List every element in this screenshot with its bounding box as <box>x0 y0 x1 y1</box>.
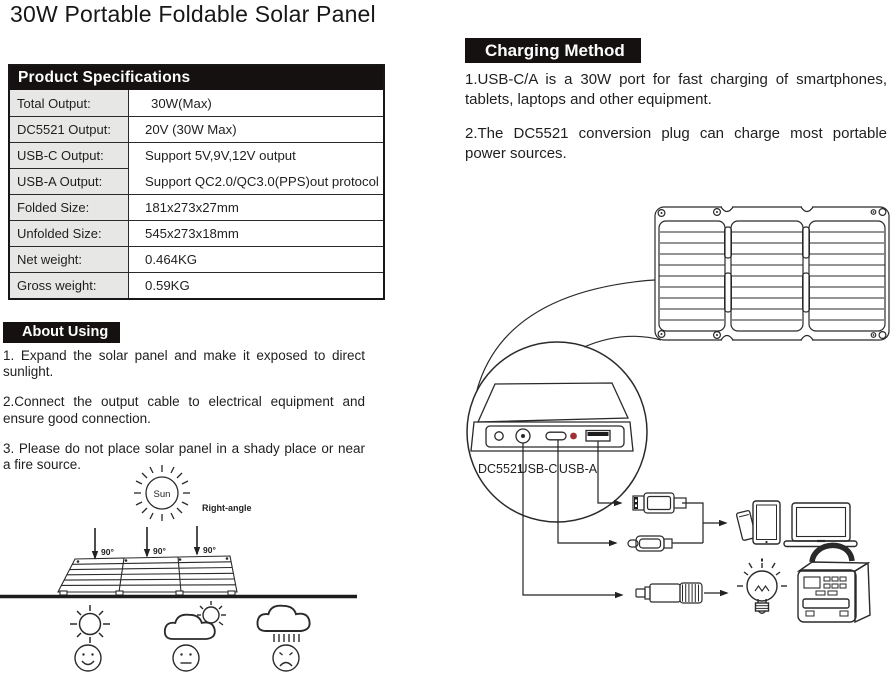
bulb-rays <box>737 558 787 587</box>
wire-usb-a <box>597 441 623 507</box>
laptop-icon <box>783 502 858 548</box>
rain-lines <box>273 634 300 642</box>
sun-rays <box>134 465 190 521</box>
panel-eyelets <box>657 207 887 340</box>
wire-dc5521 <box>522 443 624 599</box>
angle-label: 90° <box>203 545 216 555</box>
angle-label: 90° <box>101 547 114 557</box>
sun-angle-diagram: Sun Right-angle 90 <box>0 465 357 672</box>
magnifier-callout <box>466 279 662 523</box>
junction-box <box>470 382 634 452</box>
port-dc5521 <box>515 428 531 444</box>
spec-value: 181x273x27mm <box>129 194 383 220</box>
right-angle-label: Right-angle <box>202 503 252 513</box>
angle-label: 90° <box>153 546 166 556</box>
spec-label: Gross weight: <box>10 272 129 298</box>
spec-value: Support QC2.0/QC3.0(PPS)out protocol <box>129 168 383 194</box>
usb-a-connector-icon <box>632 492 687 514</box>
tablet-icon <box>752 500 781 545</box>
wire-bus <box>672 502 704 544</box>
flat-solar-panel <box>57 555 238 596</box>
panel-cell-lines <box>659 231 885 321</box>
magnifier-circle <box>466 341 648 523</box>
spec-value: 545x273x18mm <box>129 220 383 246</box>
spec-value: 20V (30W Max) <box>129 116 383 142</box>
happy-face-icon <box>74 644 102 672</box>
charging-diagram: DC5521 USB-C USB-A <box>466 204 890 624</box>
spec-label: Total Output: <box>10 90 129 116</box>
about-item: 3. Please do not place solar panel in a … <box>3 440 365 472</box>
port-usb-c <box>545 431 567 441</box>
dc5521-connector-icon <box>635 582 703 604</box>
panel-hinges <box>724 226 811 313</box>
right-angle-arrows <box>91 526 201 560</box>
spec-value: 30W(Max) <box>129 90 383 116</box>
spec-label: Net weight: <box>10 246 129 272</box>
weather-sunny-icon <box>70 605 110 643</box>
charging-method-header: Charging Method <box>465 38 641 63</box>
weather-partly-cloudy-icon <box>163 601 226 640</box>
spec-label: USB-C Output: <box>10 142 129 168</box>
spec-label: DC5521 Output: <box>10 116 129 142</box>
usb-c-connector-icon <box>627 535 673 552</box>
spec-label: Folded Size: <box>10 194 129 220</box>
vent-slots <box>815 576 847 596</box>
sun-label: Sun <box>154 489 171 500</box>
spec-value: 0.59KG <box>129 272 383 298</box>
charging-item: 1.USB-C/A is a 30W port for fast chargin… <box>465 71 887 108</box>
about-item: 2.Connect the output cable to electrical… <box>3 394 365 426</box>
page-title: 30W Portable Foldable Solar Panel <box>10 1 376 27</box>
port-usb-a <box>585 429 611 442</box>
spec-label: Unfolded Size: <box>10 220 129 246</box>
product-spec-table: Product Specifications Total Output: 30W… <box>8 64 385 300</box>
about-using-text: 1. Expand the solar panel and make it ex… <box>3 348 365 487</box>
light-bulb-icon <box>737 558 787 614</box>
wires <box>522 440 729 599</box>
power-station-icon <box>796 542 871 624</box>
spec-value: Support 5V,9V,12V output <box>129 142 383 168</box>
spec-value: 0.464KG <box>129 246 383 272</box>
charging-method-text: 1.USB-C/A is a 30W port for fast chargin… <box>465 70 887 178</box>
light-sensor-dot <box>494 431 504 441</box>
spec-label: USB-A Output: <box>10 168 129 194</box>
port-label-usb-c: USB-C <box>519 462 558 476</box>
wire-usb-c <box>557 440 618 547</box>
panel-corner-dots <box>76 557 229 563</box>
spec-table-grid: Total Output: 30W(Max) DC5521 Output: 20… <box>10 90 383 298</box>
port-label-dc5521: DC5521 <box>478 462 524 476</box>
about-using-header: About Using <box>3 322 121 343</box>
about-item: 1. Expand the solar panel and make it ex… <box>3 348 365 380</box>
charging-item: 2.The DC5521 conversion plug can charge … <box>465 125 887 162</box>
neutral-face-icon <box>172 644 200 672</box>
sad-face-icon <box>272 644 300 672</box>
sun-icon: Sun <box>134 465 190 521</box>
weather-rainy-icon <box>256 604 311 642</box>
port-label-usb-a: USB-A <box>559 462 598 476</box>
led-indicator <box>570 432 577 440</box>
solar-panel-illustration <box>654 204 890 343</box>
spec-table-header: Product Specifications <box>10 66 383 90</box>
